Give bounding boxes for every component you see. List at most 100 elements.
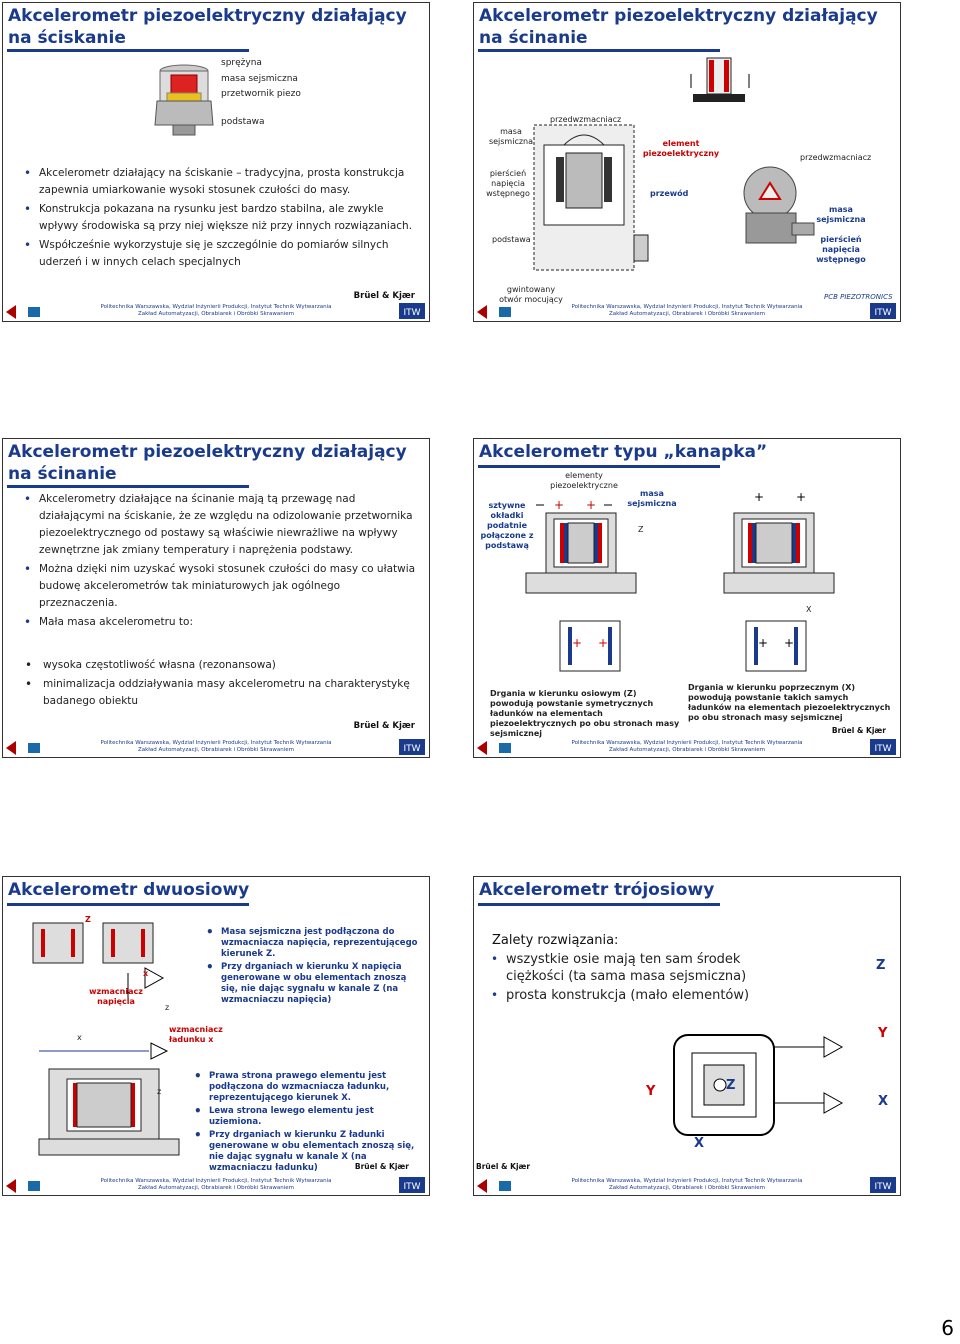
slide-shear-advantages: Akcelerometr piezoelektryczny działający… (2, 438, 430, 758)
bullet: Przy drganiach w kierunku X napięcia gen… (203, 962, 425, 1006)
svg-text:ITW: ITW (403, 1182, 420, 1192)
caption-axial: Drgania w kierunku osiowym (Z) powodują … (490, 689, 680, 738)
svg-text:+: + (758, 636, 768, 650)
brand-bk: Brüel & Kjær (831, 726, 886, 735)
footer-institution: Politechnika Warszawska, Wydział Inżynie… (571, 740, 803, 753)
svg-text:ITW: ITW (403, 308, 420, 318)
label-preamp: przedwzmacniacz (550, 115, 622, 124)
label-charge-amp: wzmacniacz ładunku x (169, 1025, 223, 1044)
compression-accelerometer-photo (154, 64, 214, 136)
page-number: 6 (941, 1316, 954, 1340)
slide-sandwich-accelerometer: Akcelerometr typu „kanapka” elementy pie… (473, 438, 901, 758)
brand-bk: Brüel & Kjær (476, 1162, 531, 1171)
label-z-axis: Z (638, 525, 644, 534)
biaxial-top-diagram (32, 922, 165, 1001)
slide-title: Akcelerometr trójosiowy (479, 880, 715, 900)
bullet: Prawa strona prawego elementu jest podłą… (191, 1071, 427, 1104)
institute-logo-icon: ITW (870, 303, 896, 319)
slide3-subbullets: wysoka częstotliwość własna (rezonansowa… (3, 657, 423, 712)
svg-text:ITW: ITW (403, 744, 420, 754)
sandwich-cross-section: + + (525, 498, 637, 594)
slide-title: Akcelerometr piezoelektryczny działający… (8, 442, 407, 484)
biaxial-bottom-diagram (38, 1042, 180, 1156)
caption-transverse: Drgania w kierunku poprzecznym (X) powod… (688, 683, 891, 722)
bullet: Akcelerometr działający na ściskanie – t… (21, 165, 421, 199)
slide-footer: Politechnika Warszawska, Wydział Inżynie… (474, 1173, 900, 1195)
label-y-right: Y (878, 1026, 888, 1041)
footer-institution: Politechnika Warszawska, Wydział Inżynie… (100, 304, 332, 317)
label-z-bottom: z (157, 1087, 162, 1096)
label-mounting-hole: gwintowany otwór mocujący (499, 285, 563, 304)
nav-arrows-icon[interactable] (6, 741, 40, 755)
label-x-axis: X (806, 605, 812, 614)
shear-principle-icon (690, 57, 750, 102)
bullet: Konstrukcja pokazana na rysunku jest bar… (21, 201, 421, 235)
svg-text:+: + (796, 490, 806, 504)
label-z-mid: z (165, 1003, 170, 1012)
title-rule (7, 485, 249, 488)
nav-arrows-icon[interactable] (477, 1179, 511, 1193)
label-x-bottom: X (694, 1136, 705, 1151)
institute-logo-icon: ITW (870, 1177, 896, 1193)
label-seismic-mass: masa sejsmiczna (488, 127, 534, 146)
label-x-top: x (143, 969, 149, 978)
slide-footer: Politechnika Warszawska, Wydział Inżynie… (3, 1173, 429, 1195)
svg-text:ITW: ITW (874, 1182, 891, 1192)
svg-text:ITW: ITW (874, 744, 891, 754)
slide-footer: Politechnika Warszawska, Wydział Inżynie… (3, 735, 429, 757)
slide-shear-accelerometer-diagram: Akcelerometr piezoelektryczny działający… (473, 2, 901, 322)
label-spring: sprężyna (221, 58, 262, 68)
nav-arrows-icon[interactable] (477, 741, 511, 755)
nav-arrows-icon[interactable] (6, 1179, 40, 1193)
label-preload-ring: pierścień napięcia wstępnego (486, 169, 530, 198)
slide-compression-accelerometer: Akcelerometr piezoelektryczny działający… (2, 2, 430, 322)
footer-institution: Politechnika Warszawska, Wydział Inżynie… (571, 304, 803, 317)
title-rule (7, 49, 249, 52)
bullet: Akcelerometry działające na ścinanie maj… (21, 491, 421, 559)
bullet: Mała masa akcelerometru to: (21, 614, 421, 631)
slide5-bullets-bottom: Prawa strona prawego elementu jest podłą… (191, 1071, 427, 1176)
slide-footer: Politechnika Warszawska, Wydział Inżynie… (474, 299, 900, 321)
bullet: Można dzięki nim uzyskać wysoki stosunek… (21, 561, 421, 612)
svg-text:+: + (554, 498, 564, 512)
label-piezo-transducer: przetwornik piezo (221, 89, 301, 99)
brand-bk: Brüel & Kjær (354, 1162, 409, 1171)
label-x-right: X (878, 1094, 889, 1109)
slide-title: Akcelerometr piezoelektryczny działający… (479, 6, 878, 48)
nav-arrows-icon[interactable] (6, 305, 40, 319)
slide-footer: Politechnika Warszawska, Wydział Inżynie… (3, 299, 429, 321)
slide-title: Akcelerometr piezoelektryczny działający… (8, 6, 407, 48)
svg-text:+: + (784, 636, 794, 650)
sub-bullet: wysoka częstotliwość własna (rezonansowa… (3, 657, 423, 674)
label-voltage-amp: wzmacniacz napięcia (89, 987, 143, 1006)
label-preload-ring-2: pierścień napięcia wstępnego (816, 235, 866, 264)
nav-arrows-icon[interactable] (477, 305, 511, 319)
slide3-bullets: Akcelerometry działające na ścinanie maj… (21, 491, 421, 633)
label-wire: przewód (650, 189, 689, 198)
axial-vibration-diagram: + + (559, 620, 621, 672)
label-z-top: Z (85, 915, 91, 924)
institute-logo-icon: ITW (399, 739, 425, 755)
shear-accelerometer-cross-section (533, 124, 649, 271)
bullet: Przy drganiach w kierunku Z ładunki gene… (191, 1130, 427, 1174)
title-rule (7, 903, 249, 906)
accelerometer-photo (743, 166, 815, 244)
brand-pcb: PCB PIEZOTRONICS (824, 293, 893, 301)
svg-text:+: + (598, 636, 608, 650)
institute-logo-icon: ITW (870, 739, 896, 755)
label-z-axis: Z (876, 958, 886, 973)
label-x-bottom: x (77, 1033, 82, 1042)
label-piezo-element: element piezoelektryczny (642, 139, 720, 158)
advantages-intro: Zalety rozwiązania: (492, 933, 619, 948)
footer-institution: Politechnika Warszawska, Wydział Inżynie… (100, 740, 332, 753)
label-y-left: Y (646, 1084, 656, 1099)
bullet: prosta konstrukcja (mało elementów) (488, 987, 778, 1004)
title-rule (478, 49, 720, 52)
slide-footer: Politechnika Warszawska, Wydział Inżynie… (474, 735, 900, 757)
svg-text:+: + (754, 490, 764, 504)
label-seismic-mass: masa sejsmiczna (627, 489, 677, 508)
label-rigid-plates: sztywne okładki podatnie połączone z pod… (480, 501, 534, 550)
brand-bk: Brüel & Kjær (353, 721, 415, 731)
title-rule (478, 903, 720, 906)
svg-text:+: + (572, 636, 582, 650)
